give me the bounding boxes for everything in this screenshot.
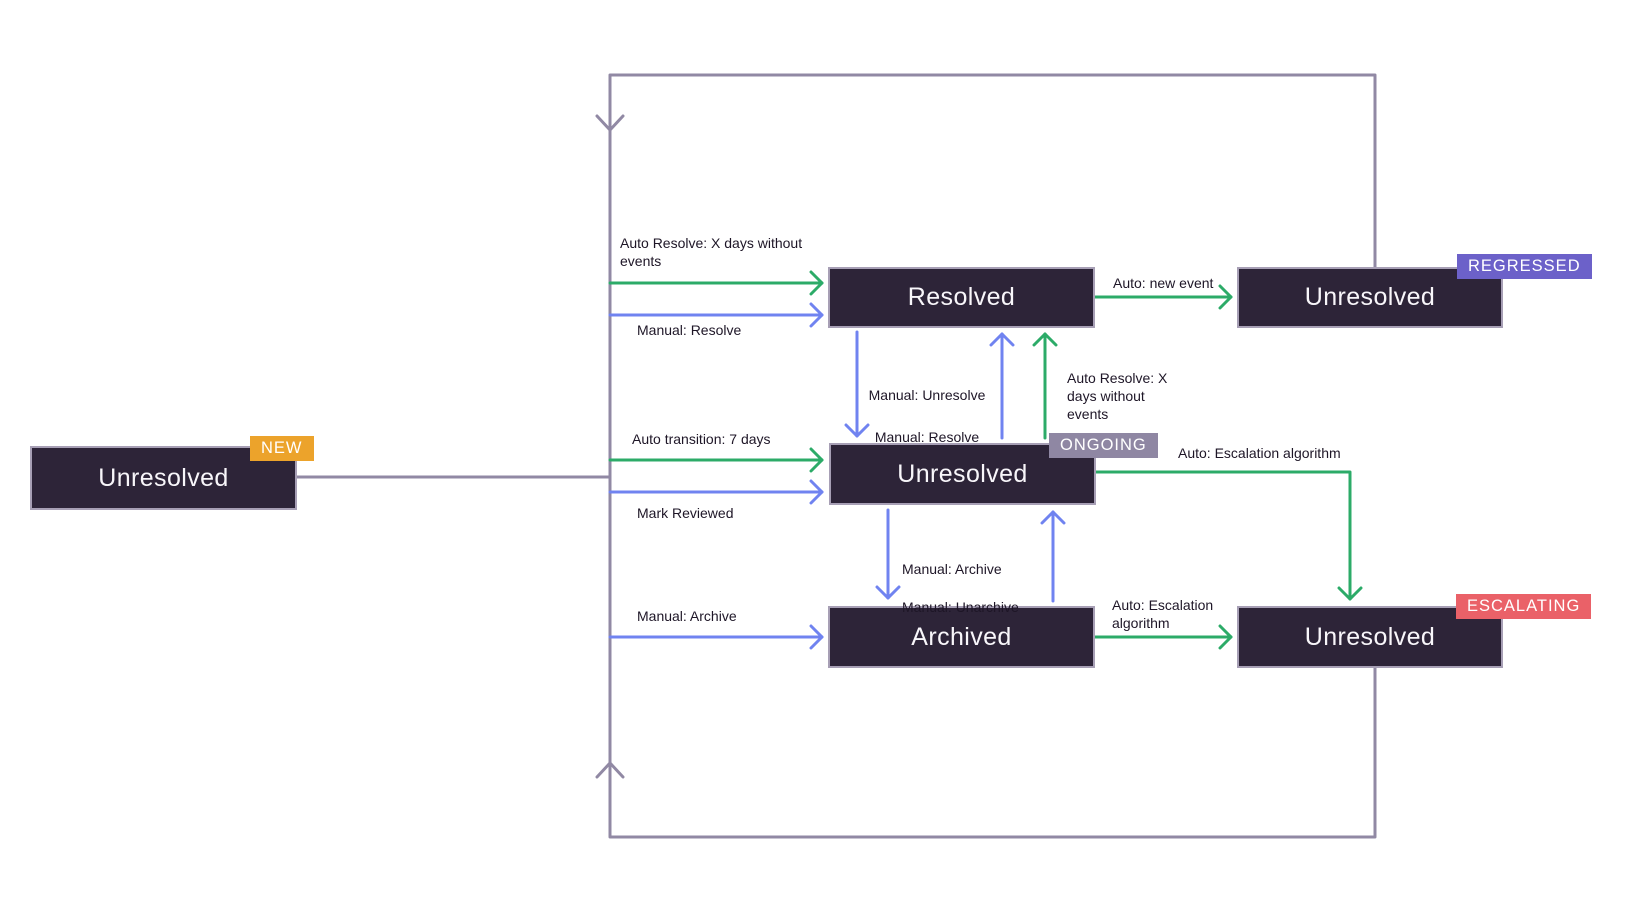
label-manual-unarchive: Manual: Unarchive <box>902 599 1019 615</box>
label-auto-transition-7-days: Auto transition: 7 days <box>632 431 771 447</box>
badge-escalating: ESCALATING <box>1456 594 1592 619</box>
badge-new: NEW <box>250 436 314 461</box>
state-label: Resolved <box>907 283 1016 311</box>
label-auto-new-event: Auto: new event <box>1113 275 1214 291</box>
state-label: Unresolved <box>1304 622 1436 651</box>
state-box-unresolved-new: Unresolved <box>30 446 297 510</box>
state-label: Unresolved <box>897 459 1028 488</box>
state-box-resolved: Resolved <box>828 267 1095 328</box>
loop-chevron-up-icon <box>595 761 625 779</box>
state-box-unresolved-ongoing: Unresolved <box>829 443 1096 505</box>
loop-path <box>608 73 1377 839</box>
state-box-archived: Archived <box>828 606 1095 668</box>
state-label: Unresolved <box>98 463 229 492</box>
label-auto-resolve-from-new: Auto Resolve: X days without events <box>620 235 803 269</box>
label-auto-resolve-from-ongoing: Auto Resolve: X days without events <box>1067 370 1168 422</box>
label-manual-archive-from-new: Manual: Archive <box>637 608 737 624</box>
label-manual-unresolve: Manual: Unresolve <box>868 387 986 403</box>
badge-ongoing: ONGOING <box>1049 433 1158 458</box>
label-manual-resolve-from-new: Manual: Resolve <box>637 322 742 338</box>
label-manual-resolve-from-ongoing: Manual: Resolve <box>874 429 980 445</box>
label-auto-escalation-from-ongoing: Auto: Escalation algorithm <box>1178 445 1341 461</box>
state-box-unresolved-escalating: Unresolved <box>1237 606 1503 668</box>
state-label: Unresolved <box>1304 283 1436 311</box>
arrow-auto-escalation-from-ongoing <box>1094 470 1363 601</box>
state-label: Archived <box>911 622 1012 651</box>
label-block-archive-unarchive: Manual: Archive Manual: Unarchive <box>902 541 1019 636</box>
loop-chevron-down-icon <box>595 114 625 132</box>
label-auto-escalation-from-archived: Auto: Escalation algorithm <box>1112 597 1214 631</box>
badge-regressed: REGRESSED <box>1457 254 1592 279</box>
label-block-unresolve-resolve: Manual: Unresolve Manual: Resolve <box>852 364 1002 469</box>
label-mark-reviewed: Mark Reviewed <box>637 505 734 521</box>
label-manual-archive-from-ongoing: Manual: Archive <box>902 561 1002 577</box>
